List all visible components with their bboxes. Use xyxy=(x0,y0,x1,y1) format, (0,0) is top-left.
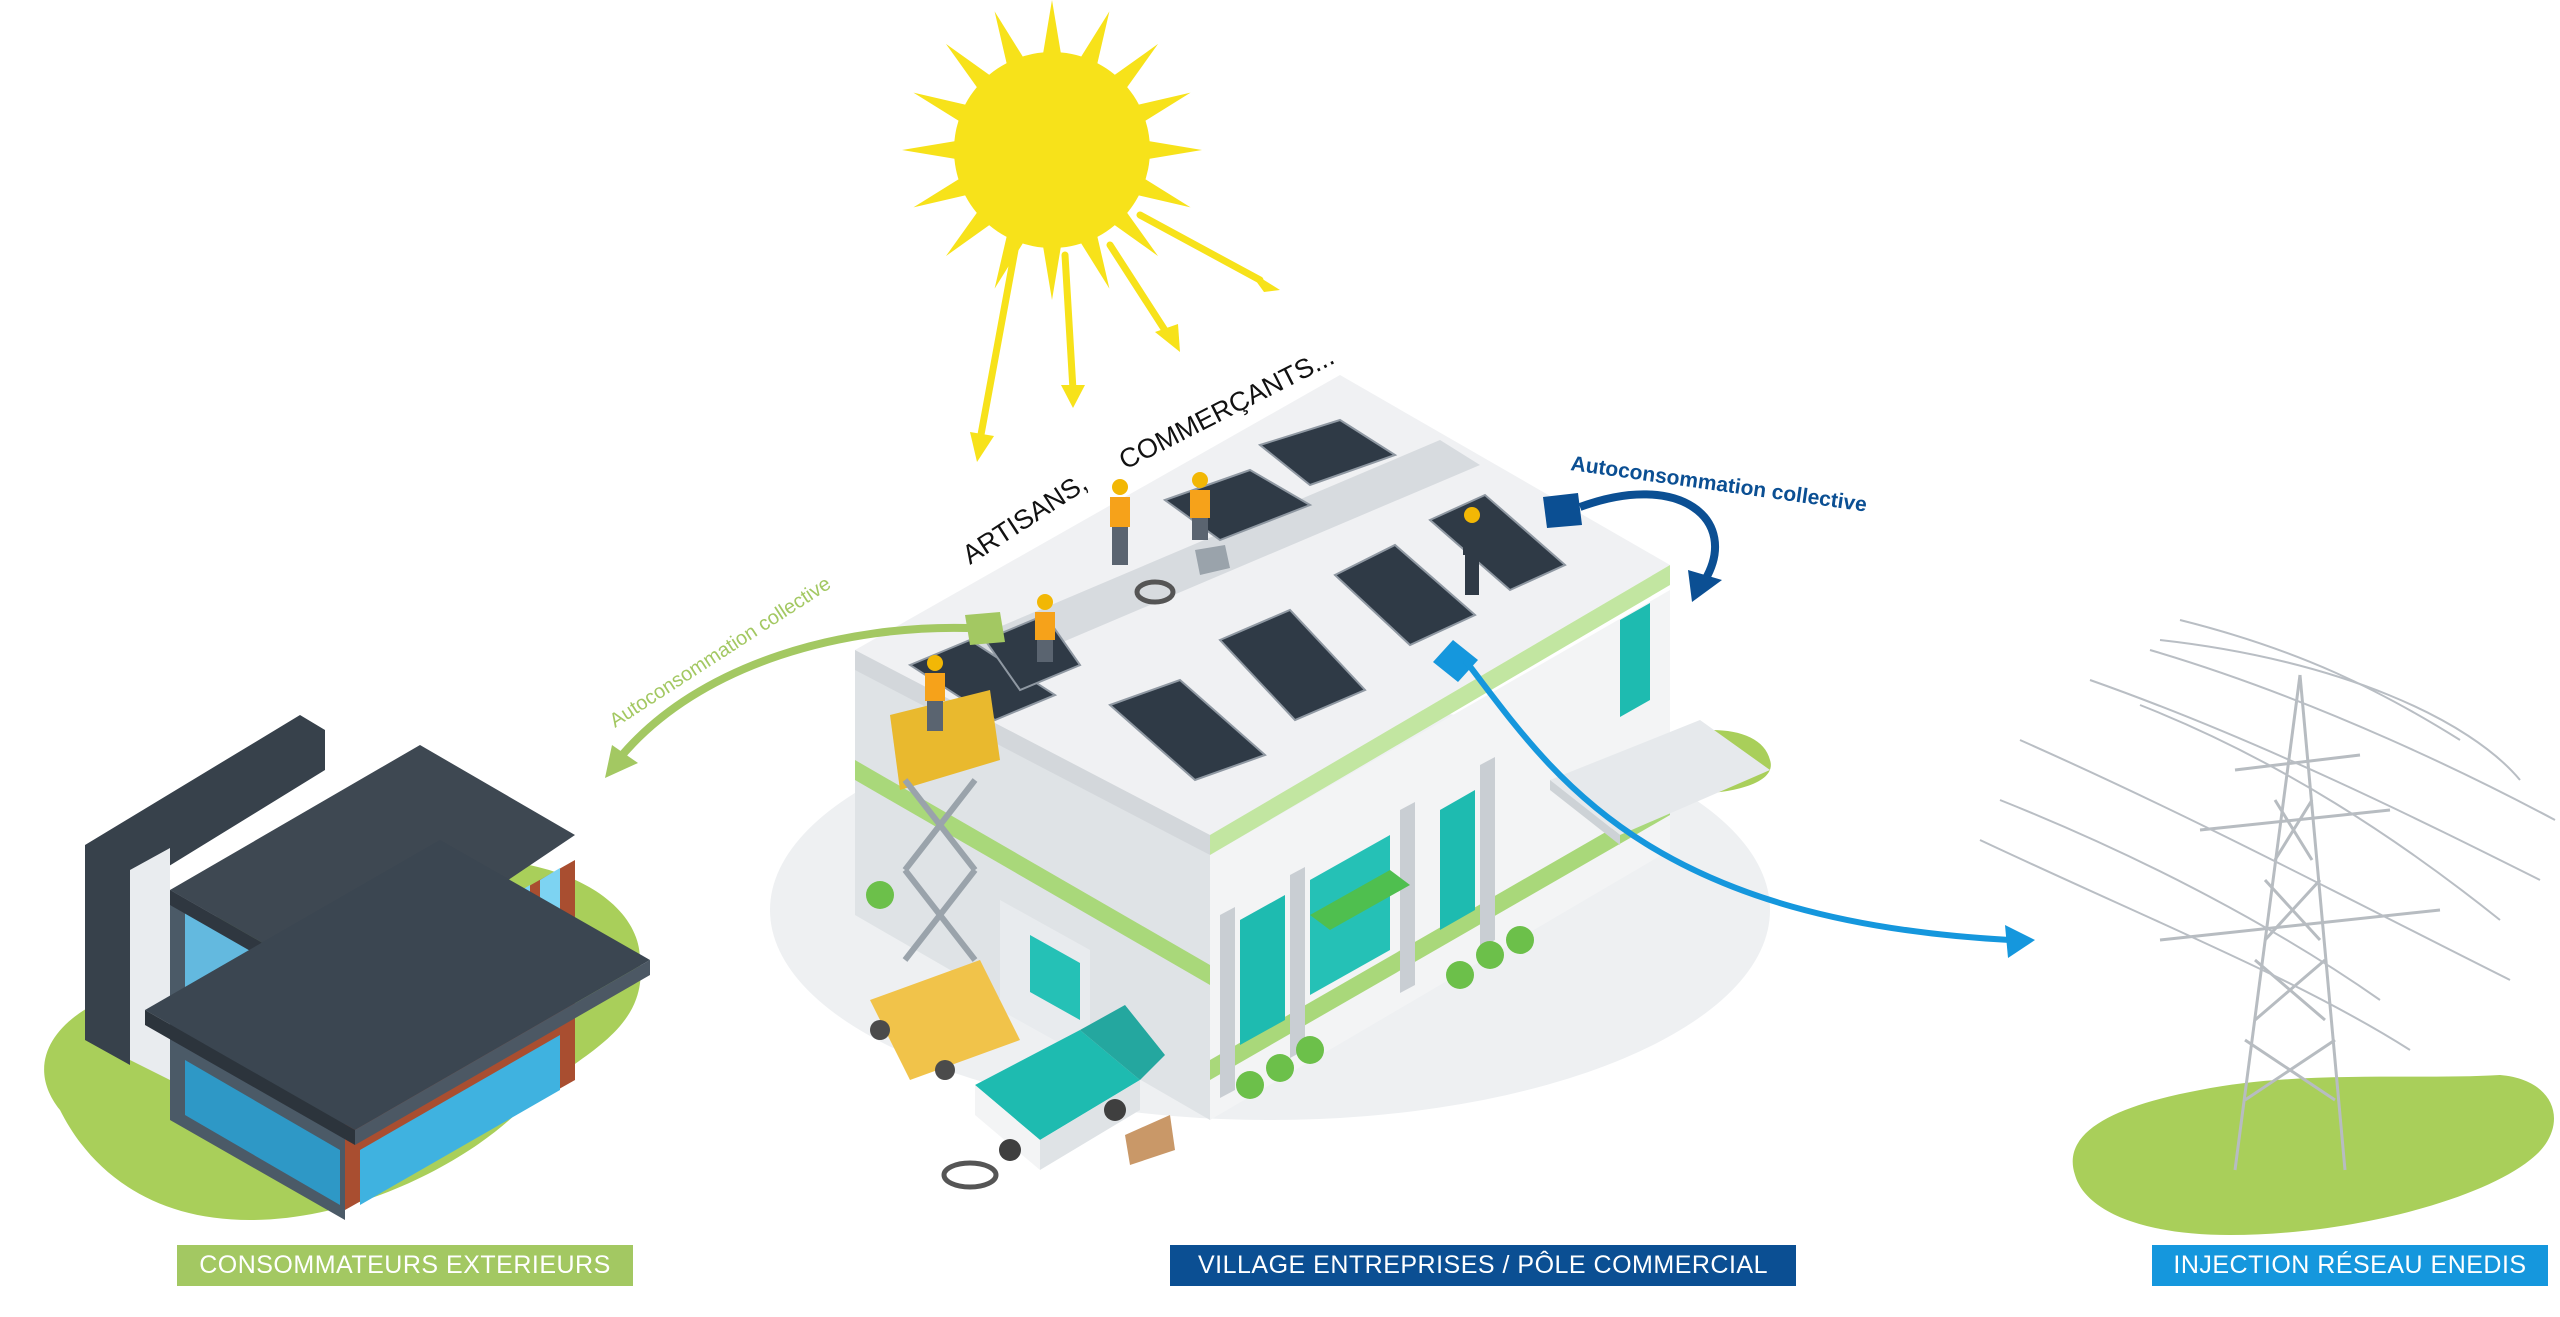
scissor-lift-icon xyxy=(870,690,1020,1080)
flow-arrowhead-to-grid xyxy=(2005,925,2035,958)
main-building xyxy=(770,375,1771,1190)
label-village: VILLAGE ENTREPRISES / PÔLE COMMERCIAL xyxy=(1170,1245,1796,1286)
house-icon xyxy=(44,715,650,1220)
power-pylon-icon xyxy=(1979,619,2556,1235)
flow-arrow-on-site xyxy=(1578,490,1720,583)
solar-panel-icon xyxy=(907,418,1567,782)
flow-label-on-site: Autoconsommation collective xyxy=(1569,452,1868,516)
flow-arrow-to-consumers xyxy=(614,623,969,763)
flow-arrowhead-to-consumers xyxy=(605,745,638,778)
label-consumers: CONSOMMATEURS EXTERIEURS xyxy=(177,1245,633,1286)
label-grid-injection: INJECTION RÉSEAU ENEDIS xyxy=(2152,1245,2548,1286)
sun-icon xyxy=(902,0,1280,462)
flow-arrow-to-grid xyxy=(1462,658,2011,943)
flow-arrowhead-on-site xyxy=(1688,570,1722,602)
worker-icon xyxy=(925,472,1481,731)
service-truck-icon xyxy=(941,1005,1175,1190)
